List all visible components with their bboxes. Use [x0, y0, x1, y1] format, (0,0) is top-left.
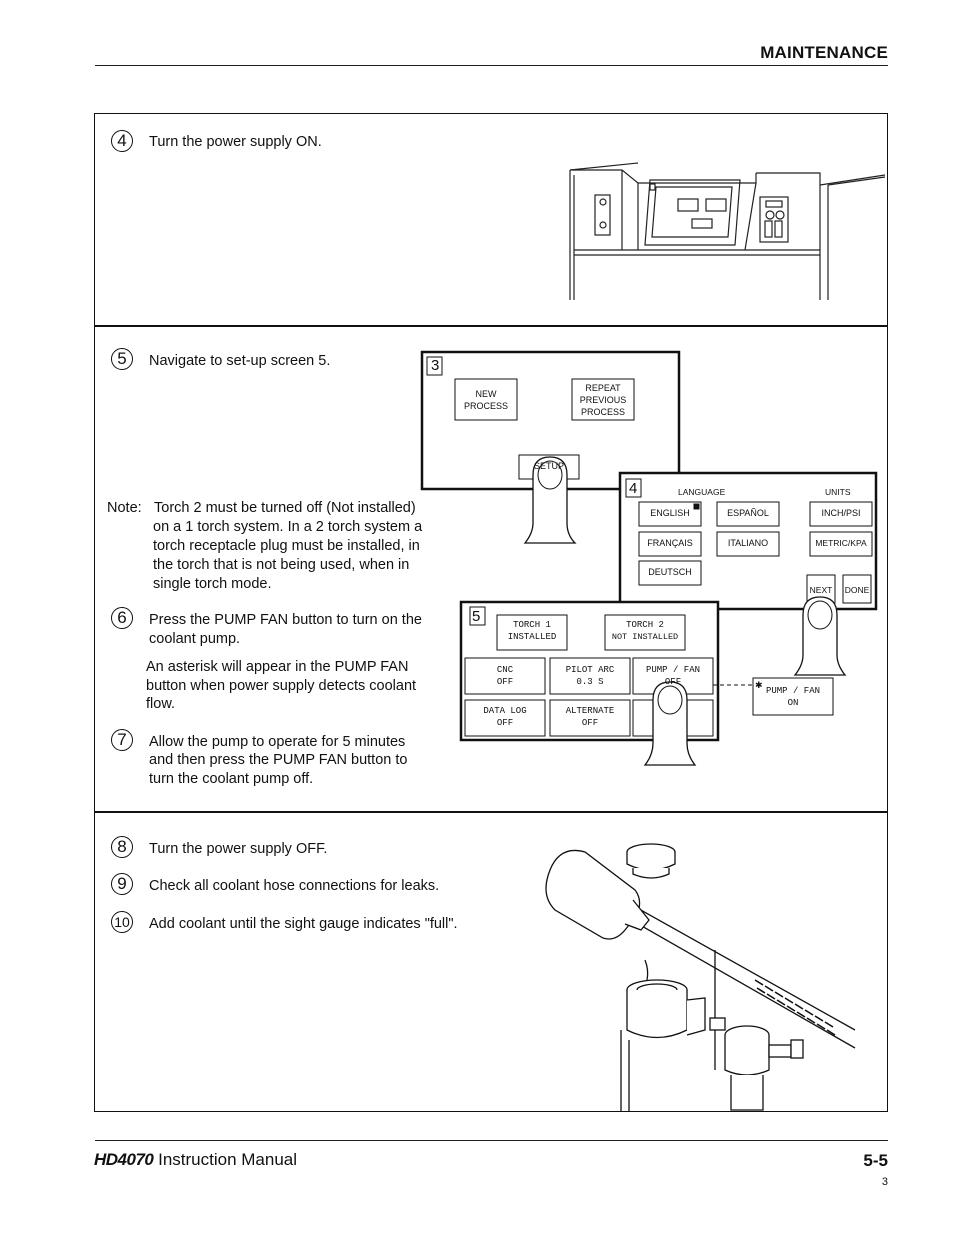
step-7-line-1: Allow the pump to operate for 5 minutes [149, 734, 406, 750]
page-number: 5-5 [863, 1151, 888, 1170]
step-8-number: 8 [111, 836, 133, 858]
alternate-line-1[interactable]: ALTERNATE [565, 706, 615, 716]
done-button [842, 574, 872, 604]
step-5-number: 5 [111, 348, 133, 370]
new-process-button [454, 378, 518, 421]
procedure-frame [94, 113, 888, 1112]
pilot-line-1[interactable]: PILOT ARC [565, 665, 615, 675]
screen-4-tag: 4 [629, 480, 638, 497]
footer-rule [95, 1140, 888, 1141]
finger-setup [523, 456, 577, 544]
metric-kpa-label[interactable]: METRIC/KPA [815, 538, 867, 548]
alternate-button [549, 699, 631, 737]
italiano-button [716, 531, 780, 557]
pilot-line-2[interactable]: 0.3 S [576, 677, 604, 687]
datalog-button [464, 699, 546, 737]
cnc-button [464, 657, 546, 695]
section-title: MAINTENANCE [760, 43, 888, 62]
step-9-text: Check all coolant hose connections for l… [149, 878, 440, 894]
new-process-line-2[interactable]: PROCESS [463, 401, 508, 411]
alternate-line-2[interactable]: OFF [581, 718, 599, 728]
english-label[interactable]: ENGLISH [650, 508, 690, 518]
header-rule [95, 65, 888, 66]
step-6-detail-line-1: An asterisk will appear in the PUMP FAN [146, 659, 409, 675]
setup-label[interactable]: SETUP [533, 461, 564, 471]
step-7-line-2: and then press the PUMP FAN button to [149, 752, 408, 768]
cnc-line-1[interactable]: CNC [496, 665, 514, 675]
note-line-4: the torch that is not being used, when i… [153, 557, 410, 573]
espanol-label[interactable]: ESPAÑOL [727, 508, 769, 518]
screen-5-tag: 5 [472, 608, 481, 625]
inch-psi-label[interactable]: INCH/PSI [821, 508, 861, 518]
pump-line-1[interactable]: PUMP / FAN [645, 665, 700, 675]
repeat-previous-button [571, 378, 635, 421]
torch2-button [604, 614, 686, 651]
svg-text:✱: ✱ [755, 680, 763, 690]
step-6-detail-line-3: flow. [146, 696, 176, 712]
note-line-3: torch receptacle plug must be installed,… [153, 538, 420, 554]
datalog-line-2[interactable]: OFF [496, 718, 514, 728]
new-process-line-1[interactable]: NEW [475, 389, 497, 399]
language-label: LANGUAGE [678, 487, 726, 497]
finger-next [793, 596, 847, 676]
note-line-2: on a 1 torch system. In a 2 torch system… [153, 519, 423, 535]
note-label: Note: [107, 500, 142, 516]
step-5-text: Navigate to set-up screen 5. [149, 353, 331, 369]
espanol-button [716, 501, 780, 527]
torch2-line-1[interactable]: TORCH 2 [626, 620, 664, 630]
step-7-number: 7 [111, 729, 133, 751]
torch1-button [496, 614, 568, 651]
torch1-line-1[interactable]: TORCH 1 [513, 620, 551, 630]
manual-label: Instruction Manual [153, 1150, 298, 1169]
cnc-line-2[interactable]: OFF [496, 677, 514, 687]
model-name: HD4070 [94, 1150, 154, 1169]
english-button [638, 501, 702, 527]
finger-pump [643, 681, 697, 766]
pump-fan-on-callout [752, 677, 834, 716]
done-label[interactable]: DONE [844, 585, 870, 595]
step-7-line-3: turn the coolant pump off. [149, 771, 314, 787]
francais-label[interactable]: FRANÇAIS [647, 538, 693, 548]
note-line-1: Torch 2 must be turned off (Not installe… [154, 500, 416, 516]
metric-kpa-button [809, 531, 873, 557]
coolant-fill-illustration [545, 843, 856, 1112]
francais-button [638, 531, 702, 557]
step-10-number: 10 [111, 911, 133, 933]
next-label[interactable]: NEXT [809, 585, 833, 595]
power-supply-front-illustration [569, 162, 886, 300]
pump-on-line-1: PUMP / FAN [765, 686, 820, 696]
deutsch-button [638, 560, 702, 586]
step-4-number: 4 [111, 130, 133, 152]
repeat-line-3[interactable]: PROCESS [580, 407, 625, 417]
step-9-number: 9 [111, 873, 133, 895]
pump-on-line-2: ON [787, 698, 799, 708]
repeat-line-1[interactable]: REPEAT [585, 383, 621, 393]
pump-line-2[interactable]: OFF [664, 677, 682, 687]
step-6-line-1: Press the PUMP FAN button to turn on the [149, 612, 422, 628]
row-divider-1 [95, 325, 887, 327]
sheet-number: 3 [881, 1176, 888, 1188]
screen-3-tag: 3 [431, 357, 440, 374]
units-label: UNITS [825, 487, 851, 497]
row-divider-2 [95, 811, 887, 813]
step-6-line-2: coolant pump. [149, 631, 241, 647]
setup-screens-diagram: ✱ [420, 350, 878, 766]
step-8-text: Turn the power supply OFF. [149, 841, 328, 857]
step-6-detail-line-2: button when power supply detects coolant [146, 678, 417, 694]
torch1-line-2[interactable]: INSTALLED [507, 632, 557, 642]
step-4-text: Turn the power supply ON. [149, 134, 322, 150]
torch2-line-2[interactable]: NOT INSTALLED [611, 632, 679, 642]
deutsch-label[interactable]: DEUTSCH [648, 567, 692, 577]
inch-psi-button [809, 501, 873, 527]
note-line-5: single torch mode. [153, 576, 272, 592]
manual-title: HD4070 Instruction Manual [94, 1150, 297, 1170]
step-10-text: Add coolant until the sight gauge indica… [149, 916, 458, 932]
datalog-line-1[interactable]: DATA LOG [483, 706, 527, 716]
pilot-arc-button [549, 657, 631, 695]
italiano-label[interactable]: ITALIANO [727, 538, 769, 548]
repeat-line-2[interactable]: PREVIOUS [579, 395, 627, 405]
step-6-number: 6 [111, 607, 133, 629]
